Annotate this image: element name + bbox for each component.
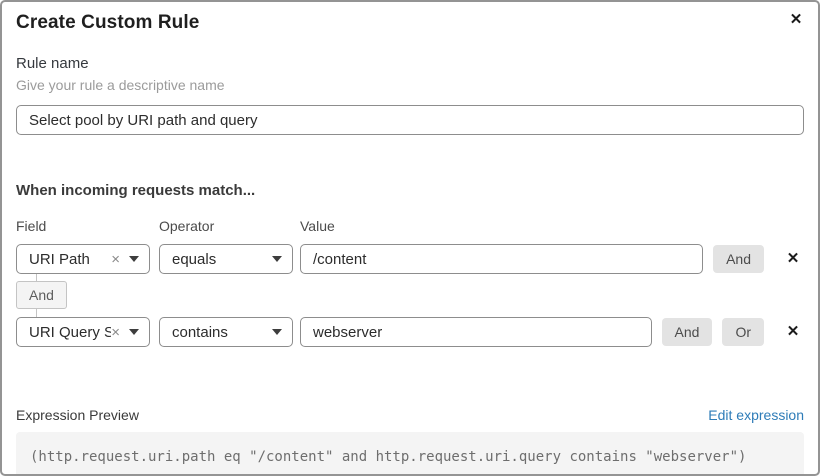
connector-line-top [36,274,37,282]
operator-column-label: Operator [159,218,215,234]
rule-name-helper: Give your rule a descriptive name [16,77,225,93]
value-input-2[interactable] [300,317,652,347]
expression-preview-header: Expression Preview Edit expression [16,407,804,423]
operator-dropdown-2-value: contains [172,323,228,341]
and-button-row-1[interactable]: And [713,245,764,273]
column-labels: Field Operator Value [16,218,804,234]
close-button[interactable]: ✕ [784,8,808,32]
edit-expression-link[interactable]: Edit expression [708,407,804,423]
remove-condition-button-2[interactable]: ✕ [782,321,804,343]
remove-icon: ✕ [786,323,800,340]
expression-code-block: (http.request.uri.path eq "/content" and… [16,432,804,474]
condition-row-1: URI Path × equals And ✕ [16,244,804,274]
expression-preview-label: Expression Preview [16,407,139,423]
chevron-down-icon [272,329,282,335]
remove-icon: ✕ [786,250,800,267]
chevron-down-icon [129,329,139,335]
value-input-1[interactable] [300,244,704,274]
clear-icon[interactable]: × [111,250,120,268]
value-column-label: Value [300,218,335,234]
or-button-row-2[interactable]: Or [722,318,764,346]
chevron-down-icon [129,256,139,262]
remove-condition-button-1[interactable]: ✕ [782,248,804,270]
condition-row-2: URI Query St... × contains And Or ✕ [16,317,804,347]
chevron-down-icon [272,256,282,262]
rule-name-label: Rule name [16,55,89,72]
expression-code-text: (http.request.uri.path eq "/content" and… [30,449,747,465]
and-connector-badge[interactable]: And [16,281,67,309]
close-icon: ✕ [789,11,803,28]
operator-dropdown-2[interactable]: contains [159,317,293,347]
operator-dropdown-1[interactable]: equals [159,244,293,274]
connector-line-bottom [36,309,37,317]
condition-connector: And [16,274,804,317]
field-dropdown-1[interactable]: URI Path × [16,244,150,274]
operator-dropdown-1-value: equals [172,250,217,268]
field-column-label: Field [16,218,47,234]
field-dropdown-2-value: URI Query St... [29,323,111,341]
page-title: Create Custom Rule [16,12,200,33]
clear-icon[interactable]: × [111,323,120,341]
and-button-row-2[interactable]: And [661,318,713,346]
field-dropdown-2[interactable]: URI Query St... × [16,317,150,347]
field-dropdown-1-value: URI Path [29,250,90,268]
rule-name-input[interactable] [16,105,804,135]
match-section-heading: When incoming requests match... [16,182,256,199]
